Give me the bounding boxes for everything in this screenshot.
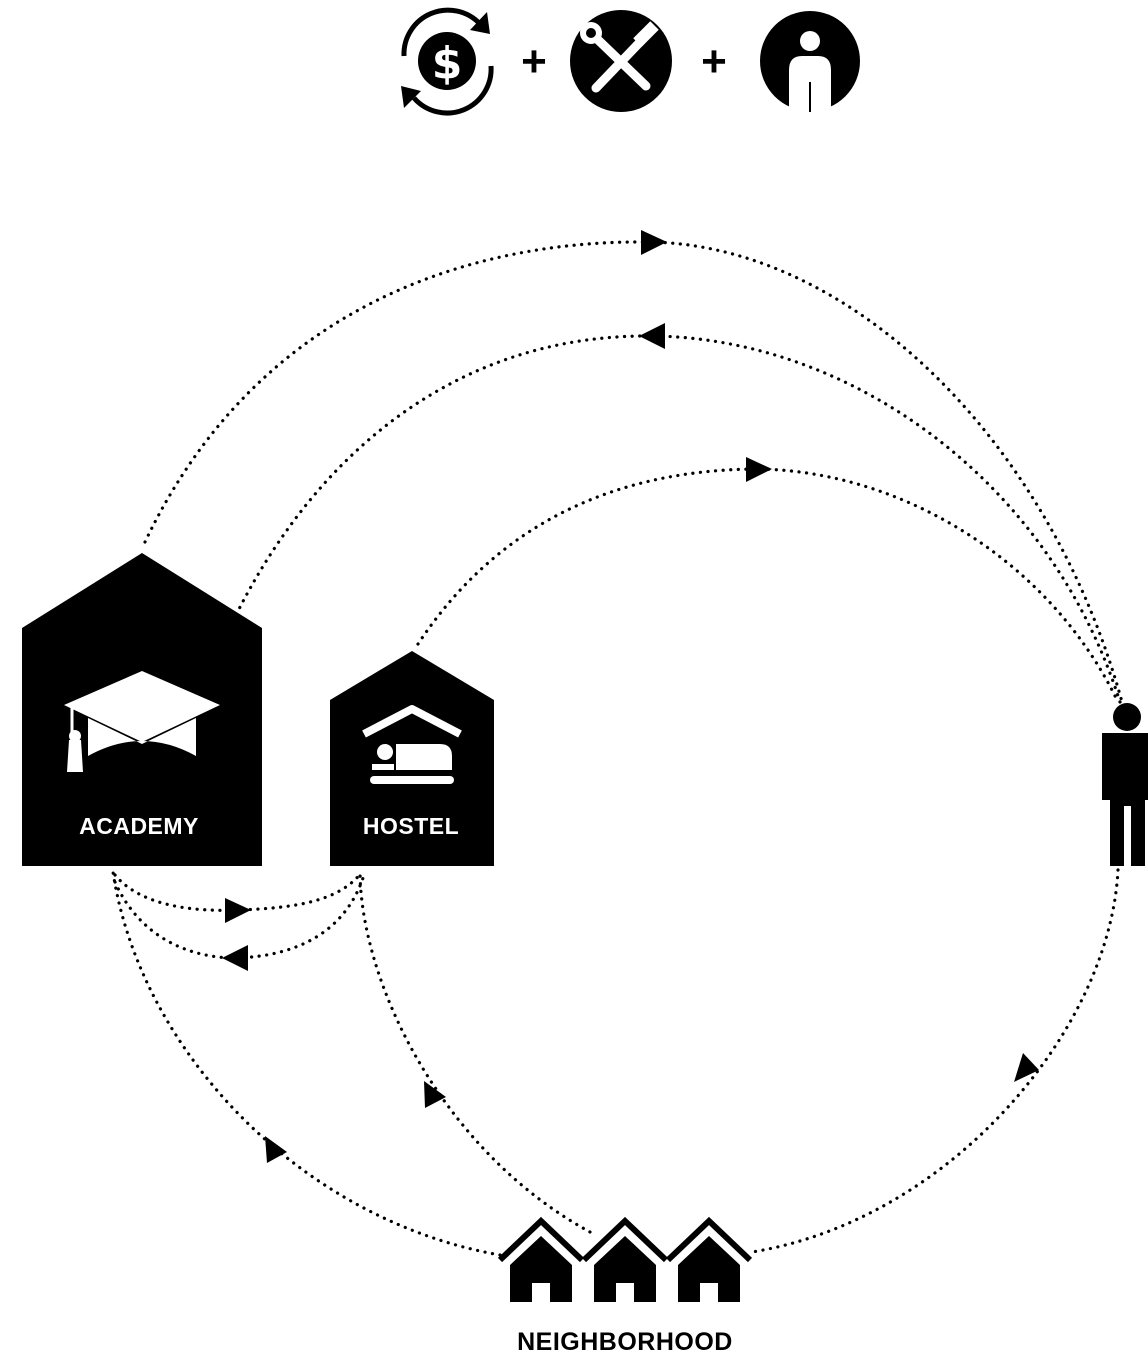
neighborhood-label: NEIGHBORHOOD [517,1328,733,1356]
houses-icon [497,1216,753,1302]
arrowhead-left-2 [222,945,248,971]
arrowhead-right-1 [641,230,667,255]
academy-label: ACADEMY [79,813,199,839]
flow-neighborhood-to-academy [111,870,502,1257]
flows [111,240,1124,1257]
person-icon [760,11,860,112]
graduation-cap-icon [64,671,220,772]
header-equation: $ + + [401,7,860,116]
flow-neighborhood-to-hostel [358,868,592,1234]
tools-icon [570,10,672,112]
person-node [1102,703,1148,866]
flow-hostel-to-academy [113,876,365,960]
hostel-node: HOSTEL [330,651,494,866]
arrowhead-right-3 [225,898,251,923]
plus-sign-1: + [521,37,547,86]
academy-node: ACADEMY [22,553,262,866]
person-figure-icon [1102,703,1148,866]
money-cycle-icon: $ [401,7,494,116]
arrowhead-down-1 [1014,1053,1039,1082]
arrowhead-up-2 [265,1136,287,1163]
bed-icon [362,705,462,784]
svg-text:$: $ [432,38,463,89]
flow-person-to-neighborhood [750,868,1120,1254]
flow-person-to-academy [236,334,1122,704]
flow-academy-to-hostel [113,870,364,912]
hostel-label: HOSTEL [363,813,459,839]
neighborhood-node: NEIGHBORHOOD [497,1216,753,1356]
flow-hostel-to-person [416,467,1120,704]
arrowhead-right-2 [746,457,772,482]
arrowheads [222,230,1039,1163]
arrowhead-up-1 [424,1081,446,1108]
arrowhead-left-1 [639,323,665,349]
plus-sign-2: + [701,37,727,86]
